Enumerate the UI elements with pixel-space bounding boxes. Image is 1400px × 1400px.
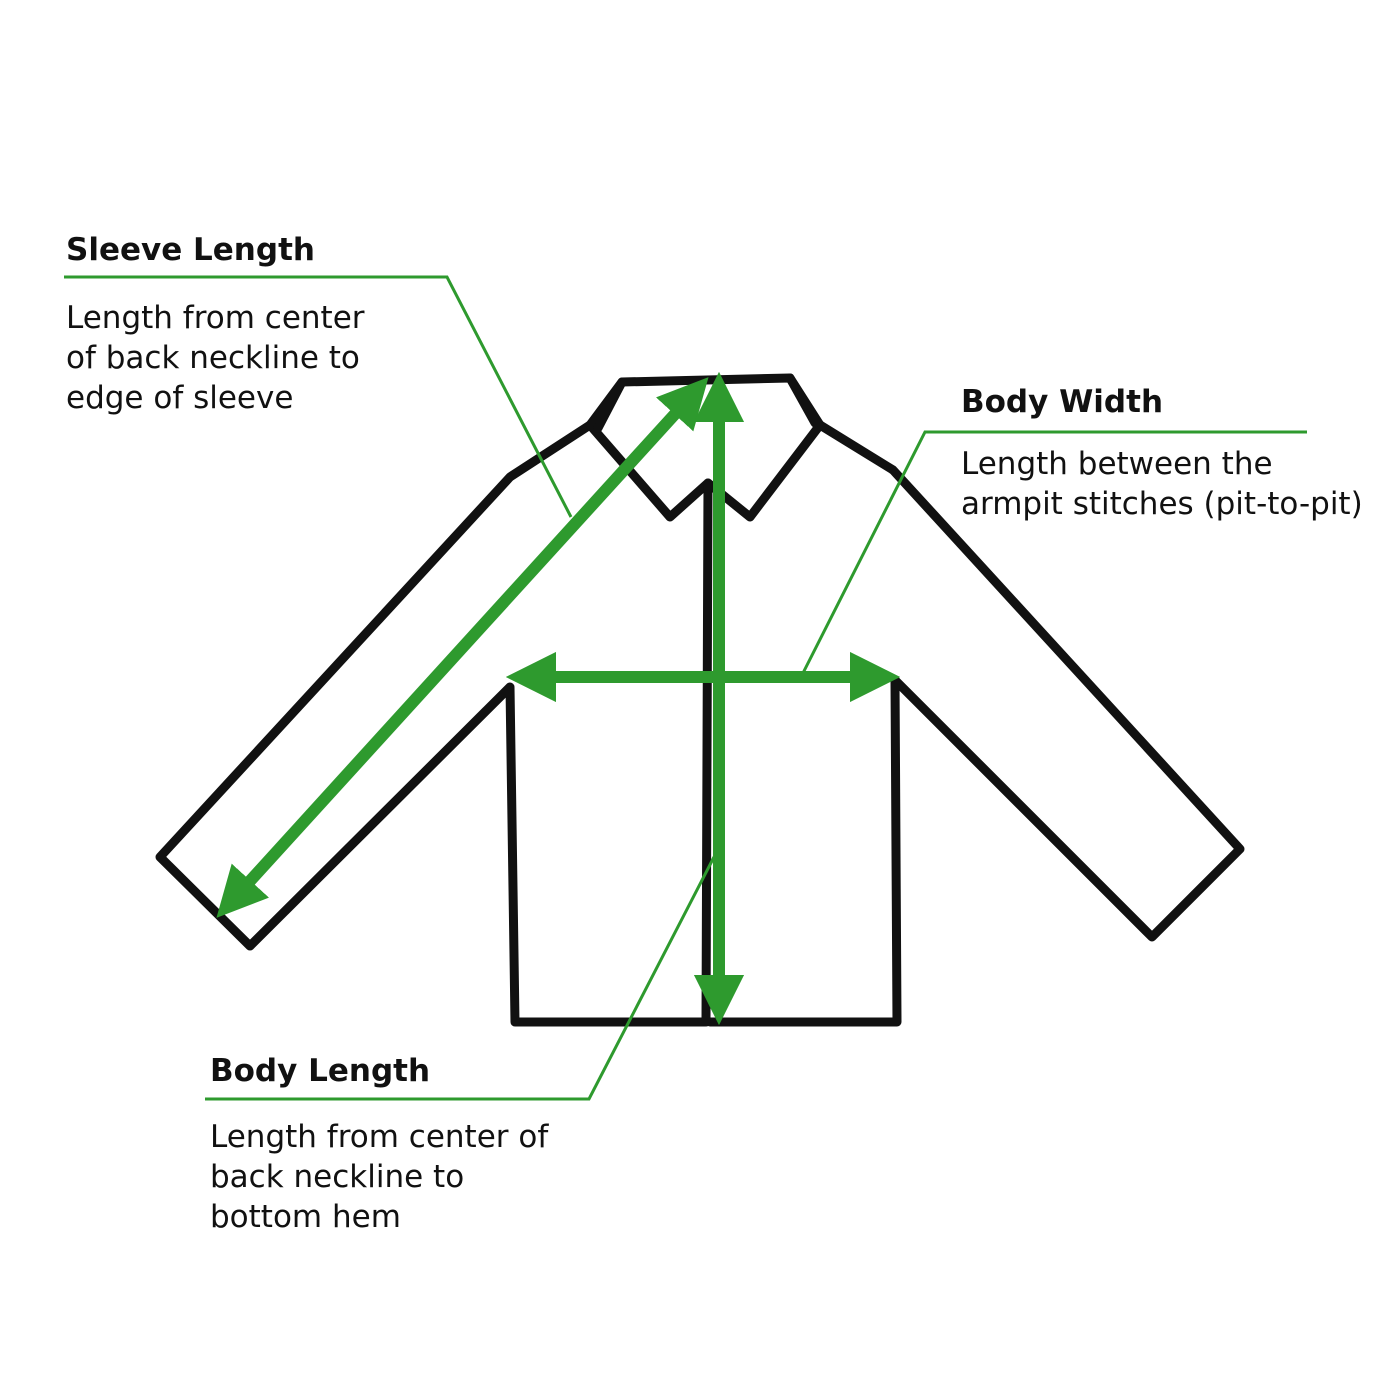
body-length-description-line: Length from center of [210, 1119, 549, 1155]
body-length-description: Length from center of back neckline to b… [210, 1117, 548, 1237]
body-width-description: Length between the armpit stitches (pit-… [961, 444, 1363, 524]
body-width-title: Body Width [961, 384, 1164, 420]
body-width-description-line: Length between the [961, 446, 1273, 482]
sleeve-length-description-line: edge of sleeve [66, 380, 294, 416]
body-width-label: Body Width Length between the armpit sti… [961, 382, 1363, 524]
body-length-leader [205, 856, 716, 1101]
body-length-description-line: bottom hem [210, 1199, 401, 1235]
sleeve-length-label: Sleeve Length Length from center of back… [66, 230, 365, 418]
sleeve-length-description-line: of back neckline to [66, 340, 360, 376]
sleeve-length-description: Length from center of back neckline to e… [66, 298, 365, 418]
right-sleeve-outline [705, 420, 1245, 1027]
body-width-description-line: armpit stitches (pit-to-pit) [961, 486, 1363, 522]
body-width-leader [799, 430, 1307, 678]
left-sleeve-outline [155, 420, 710, 1027]
sleeve-length-title: Sleeve Length [66, 232, 315, 268]
collar-inner-right [785, 373, 820, 428]
body-length-title: Body Length [210, 1053, 431, 1089]
sleeve-length-description-line: Length from center [66, 300, 365, 336]
body-length-description-line: back neckline to [210, 1159, 465, 1195]
body-length-label: Body Length Length from center of back n… [210, 1051, 548, 1237]
measurement-arrows [216, 371, 901, 1026]
front-zipper-line [701, 478, 713, 1027]
sleeve-length-arrow [216, 377, 709, 918]
